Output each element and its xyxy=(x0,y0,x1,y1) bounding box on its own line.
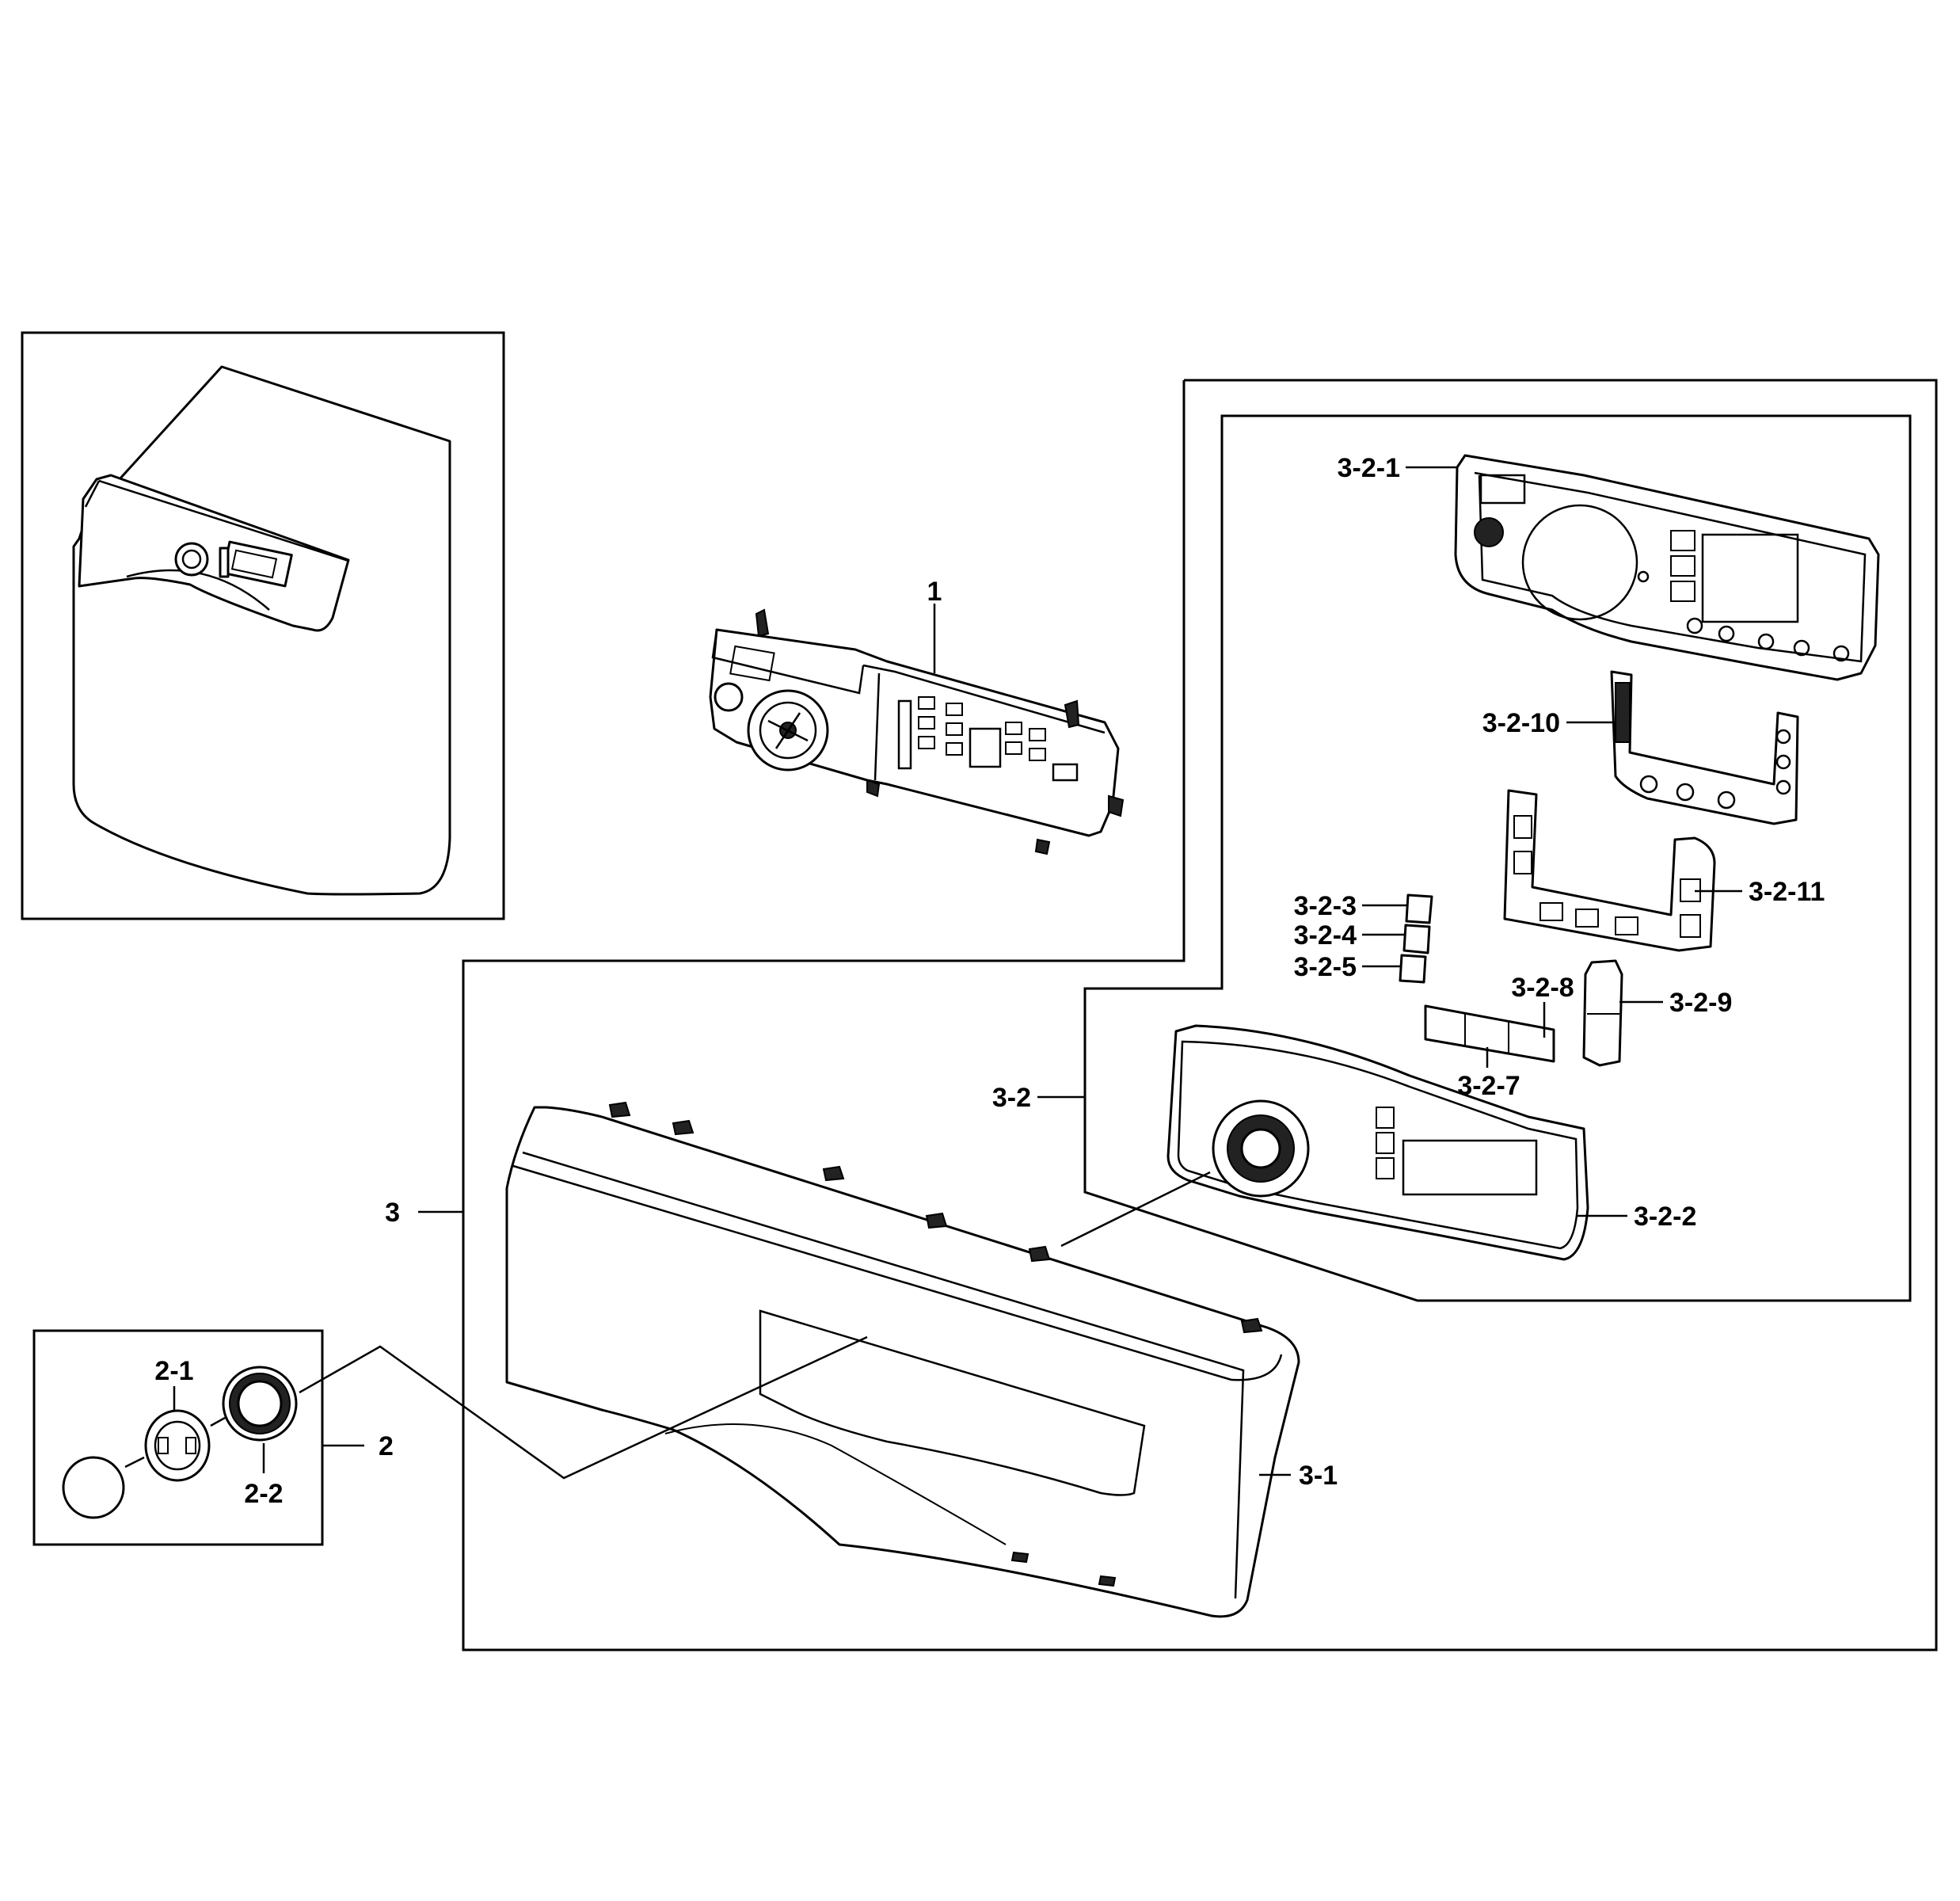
appliance-overview-illustration xyxy=(72,365,451,896)
label-3-2-1: 3-2-1 xyxy=(1338,453,1400,483)
label-3-2: 3-2 xyxy=(992,1083,1031,1113)
small-buttons-part xyxy=(1399,893,1433,984)
control-panel-assembly-line xyxy=(1060,1171,1211,1248)
label-3-2-3: 3-2-3 xyxy=(1294,891,1357,921)
label-3-2-7: 3-2-7 xyxy=(1457,1071,1520,1101)
label-2: 2 xyxy=(379,1431,394,1461)
frame-panel-part xyxy=(1454,454,1880,681)
label-3-2-5: 3-2-5 xyxy=(1294,952,1357,982)
label-3-2-4: 3-2-4 xyxy=(1294,920,1357,950)
label-3-2-2: 3-2-2 xyxy=(1634,1202,1696,1232)
label-3: 3 xyxy=(385,1198,400,1228)
label-1: 1 xyxy=(927,577,942,607)
label-3-2-10: 3-2-10 xyxy=(1482,708,1560,738)
knob-assembly-part xyxy=(62,1366,298,1519)
label-3-1: 3-1 xyxy=(1299,1461,1338,1491)
appliance-overview-frame xyxy=(21,331,505,920)
label-2-1: 2-1 xyxy=(154,1356,193,1386)
label-3-2-11: 3-2-11 xyxy=(1749,877,1825,907)
button-holder-part xyxy=(1503,789,1716,952)
front-panel-part xyxy=(505,1101,1300,1618)
front-panel-clips xyxy=(608,1101,1263,1587)
button-strip-part xyxy=(1424,1004,1555,1063)
led-board-part xyxy=(1610,670,1799,825)
pcb-assembly-part xyxy=(709,608,1125,855)
pcb-button-grid xyxy=(918,696,1079,782)
subassembly-3-2-frame xyxy=(462,379,1938,1651)
control-panel-part xyxy=(1166,1024,1589,1261)
label-2-2: 2-2 xyxy=(244,1479,283,1509)
knob-assembly-frame xyxy=(32,1329,324,1546)
label-3-2-8: 3-2-8 xyxy=(1511,973,1574,1003)
button-3-2-9-part xyxy=(1582,959,1623,1067)
label-3-2-9: 3-2-9 xyxy=(1669,988,1732,1018)
subassembly-3-2-inner-frame xyxy=(1083,414,1912,1302)
knob-to-panel-assembly-line xyxy=(299,1335,868,1480)
